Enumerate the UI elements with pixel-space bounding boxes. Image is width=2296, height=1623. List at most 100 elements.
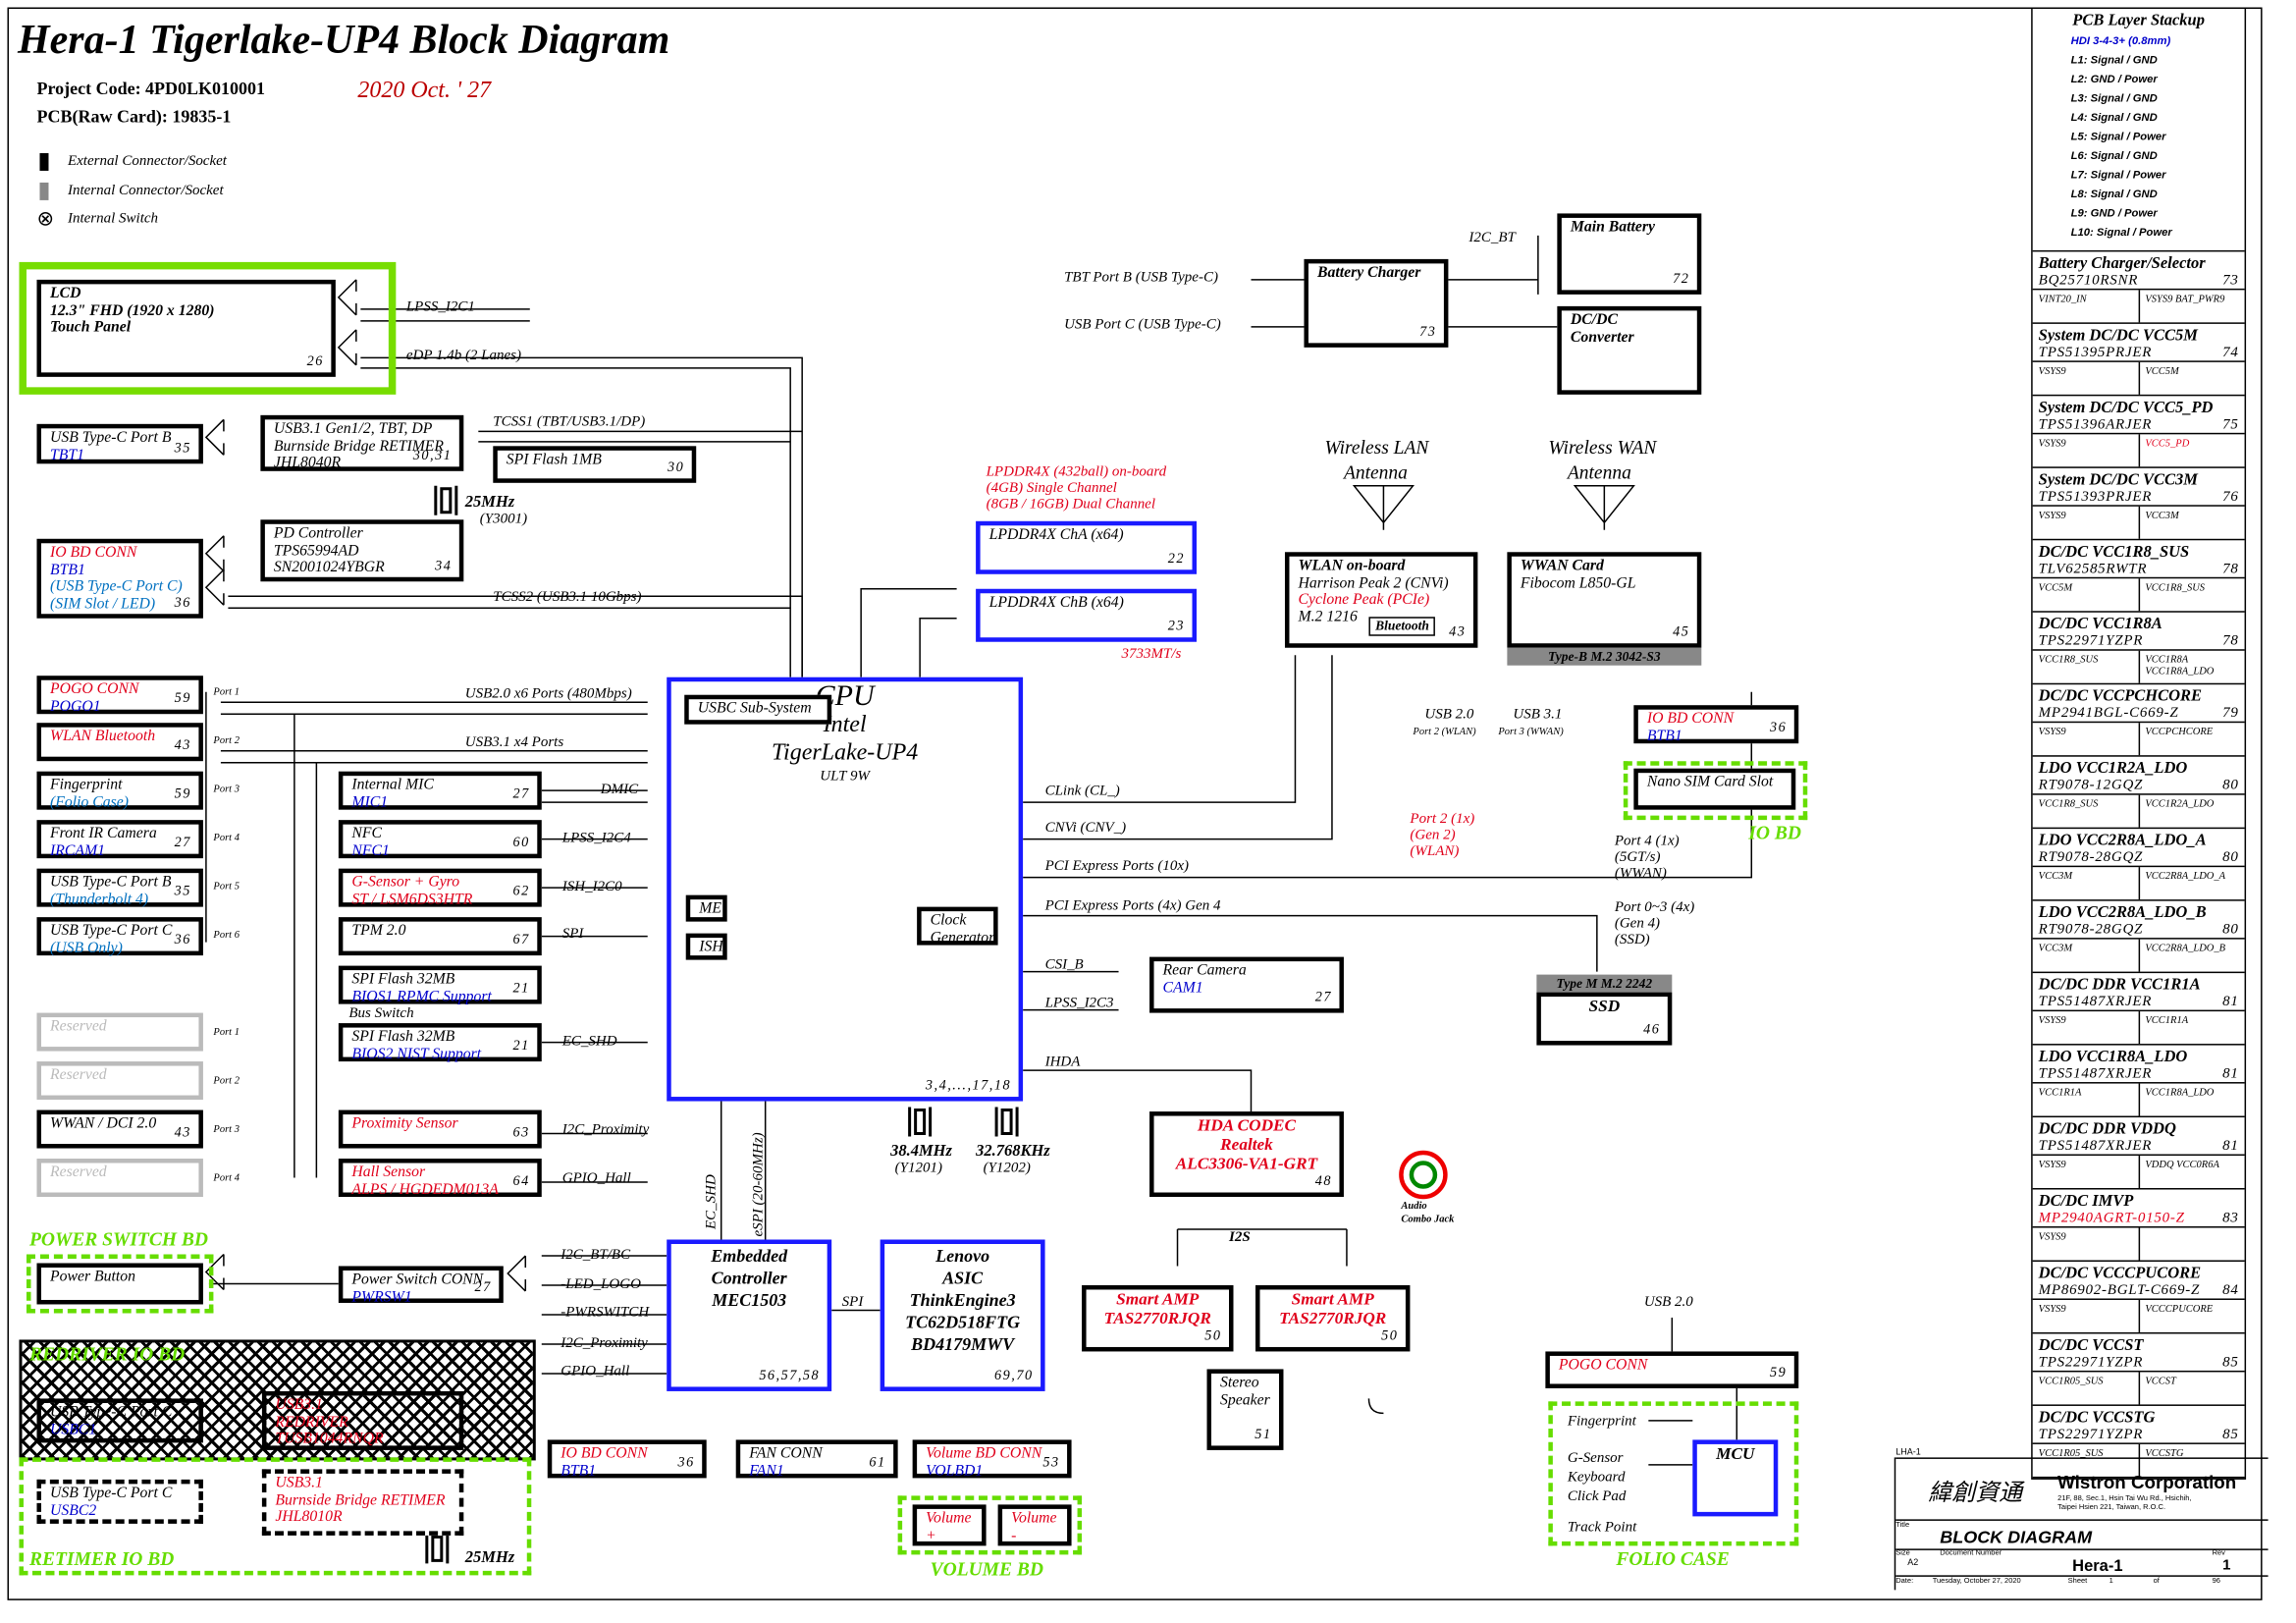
wire-tcss1: [478, 430, 803, 443]
block-line: TUSB1044RNQR: [275, 1431, 384, 1447]
block-line: USB Type-C Port B: [49, 429, 172, 447]
block-line: ME: [699, 900, 721, 918]
label-tcss1: TCSS1 (TBT/USB3.1/DP): [493, 413, 646, 430]
rail-page: 83: [2222, 1210, 2239, 1227]
block-line: TAS2770RJQR: [1279, 1310, 1387, 1328]
block-line: TBT1: [49, 447, 84, 463]
stackup-title: PCB Layer Stackup: [2072, 11, 2205, 29]
rail-page: 74: [2222, 344, 2239, 361]
rail-output: VCCPCHCORE: [2145, 726, 2214, 738]
label-y3001: (Y3001): [479, 511, 528, 527]
label-ec-sig5: GPIO_Hall: [561, 1363, 630, 1380]
rail-title: System DC/DC VCC5M: [2038, 326, 2198, 345]
rail-input: VCC1R05_SUS: [2033, 1443, 2140, 1477]
page-ref: 43: [174, 737, 191, 753]
block-line: Rear Camera: [1162, 962, 1247, 980]
label-clink: CLink (CL_): [1044, 783, 1120, 800]
rail-part: MP2941BGL-C669-Z: [2038, 705, 2179, 722]
label-edp: eDP 1.4b (2 Lanes): [405, 347, 521, 364]
internal-connector-swatch: [39, 182, 49, 200]
block-line: POGO1: [49, 698, 101, 715]
block-line: IO BD CONN: [1646, 711, 1735, 728]
audio-combo-jack-icon: [1399, 1150, 1448, 1200]
wire-usb-ports: [205, 691, 318, 1178]
stackup-layer: L8: Signal / GND: [2070, 187, 2158, 200]
page-ref: 62: [512, 884, 530, 899]
rail-part: TPS22971YZPR: [2038, 1354, 2144, 1371]
stackup-layer: L1: Signal / GND: [2070, 52, 2158, 67]
rail-page: 73: [2222, 272, 2239, 289]
block-volp: Volume +: [912, 1504, 987, 1546]
label-dmic: DMIC: [600, 782, 639, 798]
label-audio1: Audio: [1401, 1200, 1427, 1213]
block-chb: LPDDR4X ChB (x64)23: [976, 588, 1198, 642]
label-p2c: (WLAN): [1410, 843, 1460, 860]
wire-folio: [1648, 1387, 1738, 1466]
block-line: NFC1: [351, 842, 390, 859]
block-line: Smart AMP: [1116, 1290, 1200, 1309]
block-res2: Reserved: [36, 1061, 203, 1101]
label-retimer-io-bd: RETIMER IO BD: [28, 1546, 175, 1570]
block-line: WLAN Bluetooth: [49, 729, 156, 745]
rail-part: TPS51396ARJER: [2038, 416, 2153, 433]
block-pwrbtn: Power Button: [36, 1263, 203, 1305]
label-ec-sig1: I2C_BT/BC: [561, 1246, 631, 1264]
label-espi: eSPI (20-60MHz): [750, 1132, 768, 1237]
legend-switch: Internal Switch: [67, 210, 159, 227]
label-f-fp: Fingerprint: [1567, 1413, 1636, 1430]
crystal-icon: [994, 1107, 1019, 1137]
page-ref: 36: [677, 1455, 695, 1471]
legend-internal: Internal Connector/Socket: [67, 182, 224, 199]
block-line: TAS2770RJQR: [1103, 1310, 1211, 1328]
block-line: SSD: [1588, 998, 1621, 1016]
rail-title: LDO VCC2R8A_LDO_A: [2038, 832, 2207, 850]
block-usbonly: USB Type-C Port C(USB Only)36: [36, 917, 203, 956]
block-line: MCU: [1716, 1445, 1755, 1464]
block-line: Reserved: [49, 1164, 107, 1181]
block-line: TigerLake-UP4: [772, 740, 919, 766]
page-ref: 21: [512, 1038, 530, 1054]
page-title: Hera-1 Tigerlake-UP4 Block Diagram: [17, 17, 670, 64]
rail-page: 85: [2222, 1426, 2239, 1443]
label-spi: SPI: [561, 926, 584, 943]
page-ref: 36: [174, 932, 191, 947]
label-y1202: (Y1202): [983, 1160, 1031, 1177]
block-line: WWAN Card: [1520, 558, 1604, 574]
rail-page: 81: [2222, 1138, 2239, 1155]
rail-output: VCCSTG: [2145, 1446, 2184, 1459]
block-line: USBC Sub-System: [697, 700, 812, 718]
page-ref: 59: [1770, 1365, 1788, 1380]
block-line: BIOS1 RPMC Support: [351, 988, 492, 1005]
rail-input: VSYS9: [2033, 1299, 2140, 1332]
rail-page: 76: [2222, 488, 2239, 506]
block-line: SPI Flash 32MB: [351, 971, 455, 989]
arrow-left-icon: [204, 418, 225, 456]
label-lpddr2: (4GB) Single Channel: [986, 479, 1117, 497]
page-ref: 64: [512, 1173, 530, 1189]
rail-title: System DC/DC VCC5_PD: [2038, 399, 2214, 417]
rail-part: TPS51487XRJER: [2038, 1065, 2153, 1083]
wire-edp: [360, 356, 803, 677]
label-lpddr1: LPDDR4X (432ball) on-board: [986, 463, 1167, 480]
label-power-switch-bd: POWER SWITCH BD: [28, 1227, 208, 1250]
diagram-date: 2020 Oct. ' 27: [357, 78, 492, 103]
size-value: A2: [1907, 1558, 1919, 1568]
rail-output: VDDQ VCC0R6A: [2145, 1159, 2219, 1171]
rail-part: TPS51393PRJER: [2038, 488, 2153, 506]
rail-output: VCC1R1A: [2145, 1014, 2189, 1027]
